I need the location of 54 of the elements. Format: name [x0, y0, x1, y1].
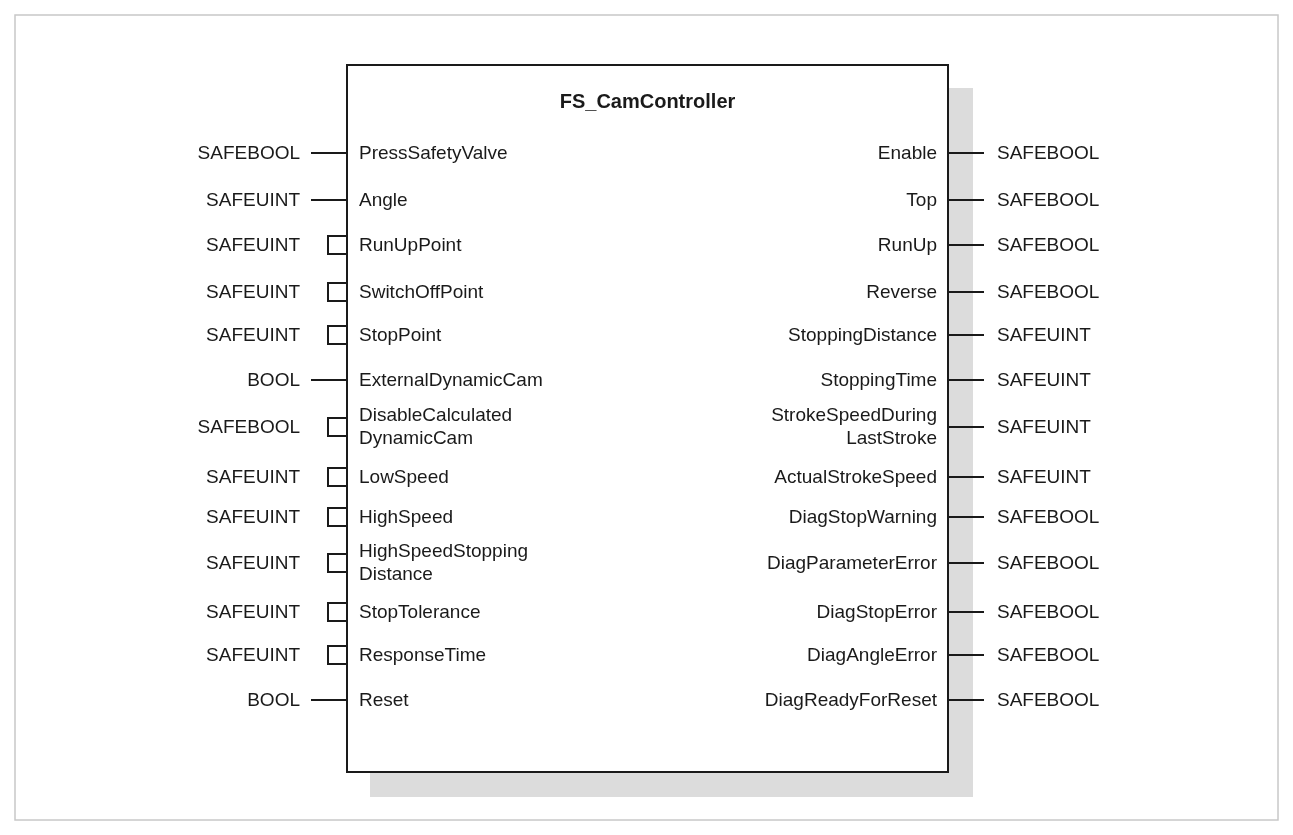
- output-name: StrokeSpeedDuring LastStroke: [770, 404, 937, 450]
- data-type: SAFEBOOL: [997, 280, 1100, 304]
- output-name: DiagAngleError: [807, 643, 937, 667]
- data-type: SAFEBOOL: [197, 141, 300, 165]
- input-name: Reset: [359, 688, 409, 712]
- data-type: SAFEBOOL: [997, 551, 1100, 575]
- data-type: SAFEBOOL: [997, 188, 1100, 212]
- input-name: LowSpeed: [359, 465, 449, 489]
- data-type: SAFEUINT: [206, 465, 300, 489]
- input-name: Angle: [359, 188, 408, 212]
- input-name: StopPoint: [359, 323, 442, 347]
- data-type: SAFEUINT: [997, 323, 1091, 347]
- data-type: SAFEUINT: [206, 323, 300, 347]
- data-type: SAFEBOOL: [997, 600, 1100, 624]
- input-name: HighSpeedStopping Distance: [359, 540, 530, 586]
- data-type: SAFEUINT: [206, 643, 300, 667]
- data-type: SAFEBOOL: [997, 505, 1100, 529]
- data-type: SAFEUINT: [206, 188, 300, 212]
- input-name: SwitchOffPoint: [359, 280, 484, 304]
- data-type: SAFEUINT: [206, 505, 300, 529]
- input-name: ExternalDynamicCam: [359, 368, 543, 392]
- data-type: SAFEUINT: [206, 280, 300, 304]
- data-type: SAFEBOOL: [997, 688, 1100, 712]
- output-name: DiagStopError: [816, 600, 937, 624]
- input-name: RunUpPoint: [359, 233, 462, 257]
- input-name: ResponseTime: [359, 643, 487, 667]
- data-type: SAFEUINT: [206, 233, 300, 257]
- data-type: SAFEBOOL: [997, 643, 1100, 667]
- data-type: SAFEUINT: [206, 600, 300, 624]
- data-type: SAFEUINT: [997, 368, 1091, 392]
- data-type: SAFEUINT: [206, 551, 300, 575]
- output-name: Reverse: [866, 280, 937, 304]
- input-name: DisableCalculated DynamicCam: [359, 404, 514, 450]
- output-name: Enable: [877, 141, 937, 165]
- function-block: [346, 64, 949, 773]
- data-type: SAFEUINT: [997, 415, 1091, 439]
- data-type: SAFEBOOL: [997, 141, 1100, 165]
- output-name: DiagReadyForReset: [764, 688, 937, 712]
- data-type: BOOL: [247, 368, 300, 392]
- input-name: HighSpeed: [359, 505, 454, 529]
- input-name: PressSafetyValve: [359, 141, 508, 165]
- output-name: StoppingTime: [820, 368, 937, 392]
- output-name: Top: [906, 188, 937, 212]
- data-type: BOOL: [247, 688, 300, 712]
- data-type: SAFEUINT: [997, 465, 1091, 489]
- data-type: SAFEBOOL: [997, 233, 1100, 257]
- block-title: FS_CamController: [558, 90, 737, 113]
- output-name: StoppingDistance: [788, 323, 937, 347]
- output-name: ActualStrokeSpeed: [774, 465, 937, 489]
- output-name: DiagParameterError: [767, 551, 937, 575]
- output-name: DiagStopWarning: [788, 505, 937, 529]
- input-name: StopTolerance: [359, 600, 481, 624]
- data-type: SAFEBOOL: [197, 415, 300, 439]
- output-name: RunUp: [877, 233, 937, 257]
